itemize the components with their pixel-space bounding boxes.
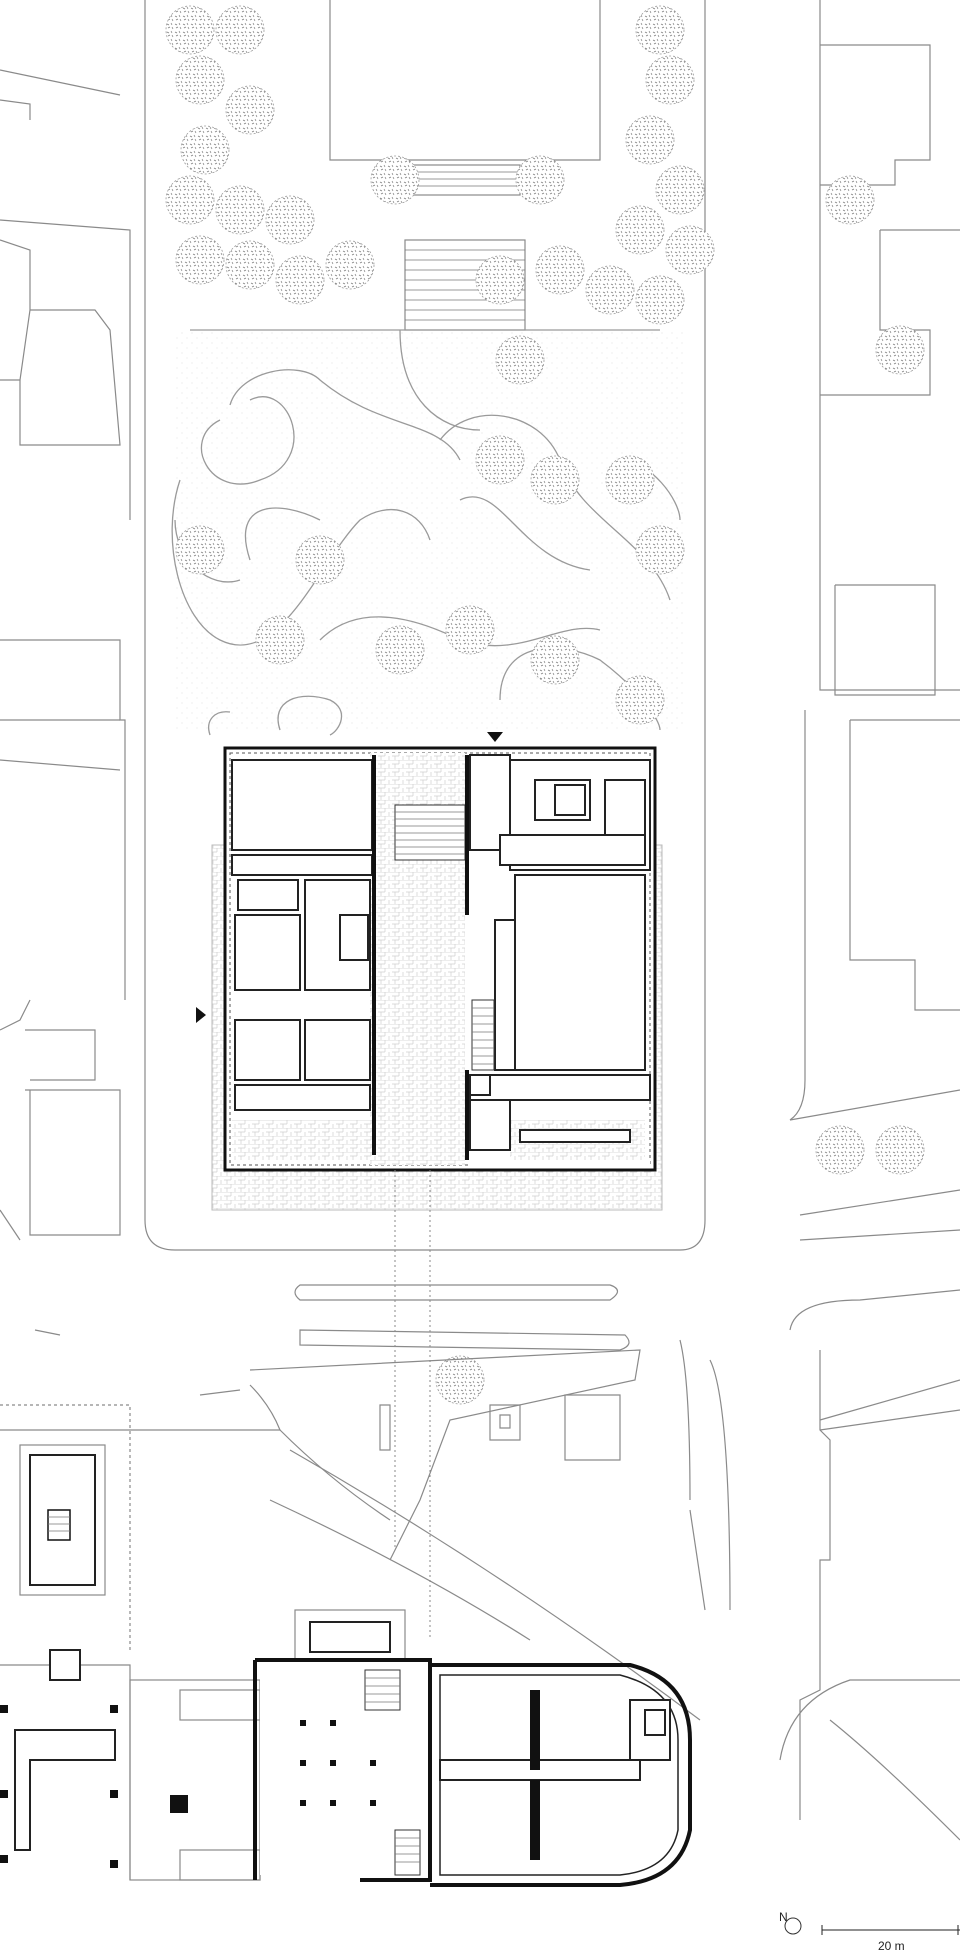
scale-bar-label: 20 m	[878, 1939, 905, 1953]
garden-paths	[171, 329, 681, 736]
garden-stairs	[404, 164, 526, 331]
north-building-outline	[329, 0, 601, 161]
north-arrow: N	[779, 1910, 802, 1935]
south-museum	[0, 1404, 692, 1887]
main-building	[211, 746, 663, 1211]
axis-dotted-lines	[394, 1170, 431, 1640]
north-arrow-label: N	[779, 1910, 788, 1924]
left-city-blocks	[0, 0, 706, 1251]
west-entrance-arrow	[196, 1007, 206, 1023]
scale-bar: 20 m	[821, 1925, 960, 1953]
right-city-blocks	[779, 0, 960, 1841]
middle-streets	[0, 1284, 731, 1721]
garden-lawn	[175, 330, 685, 730]
north-entrance-arrow	[487, 732, 503, 742]
